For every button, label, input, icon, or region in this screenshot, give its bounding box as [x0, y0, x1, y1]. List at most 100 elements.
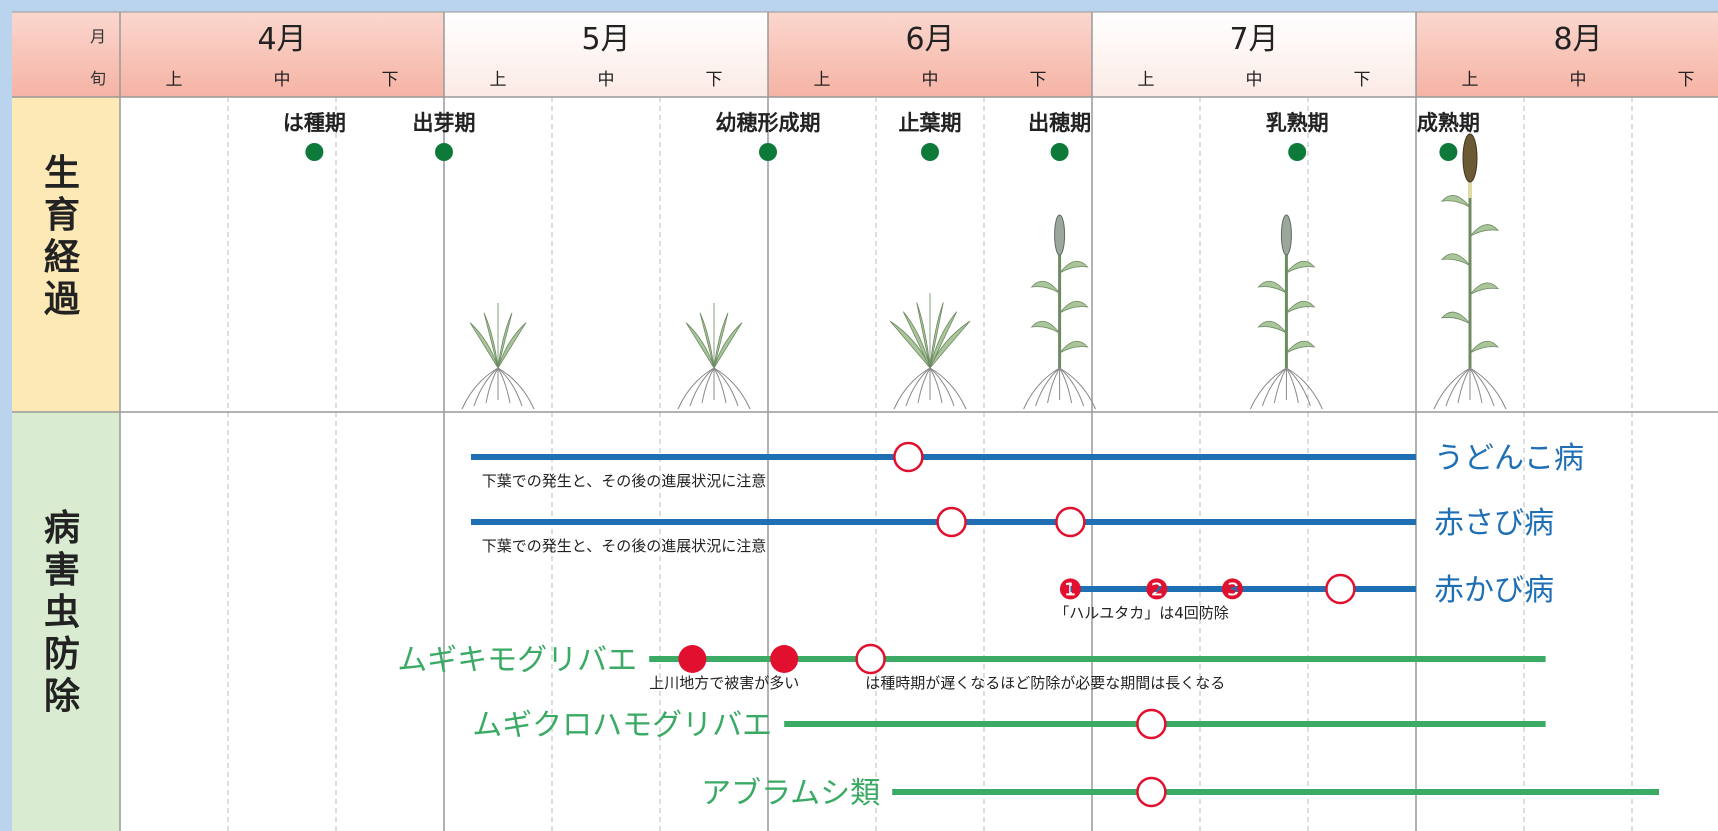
plant-root	[929, 367, 955, 407]
growth-stage-dot	[1439, 143, 1458, 161]
pest-row: アブラムシ類	[701, 776, 1659, 811]
decade-label: 下	[1030, 70, 1047, 90]
growth-section-label: 生育経過	[44, 153, 81, 320]
plant-root	[1261, 367, 1287, 407]
plant-illustration-seedling	[677, 303, 751, 410]
decade-label: 上	[1462, 70, 1479, 90]
growth-stage-label: 出穂期	[1028, 111, 1091, 135]
pest-note: は種時期が遅くなるほど防除が必要な期間は長くなる	[865, 674, 1225, 692]
decade-label: 下	[706, 70, 723, 90]
plant-root	[689, 367, 715, 407]
decade-label: 上	[814, 70, 831, 90]
growth-stage-dot	[1288, 143, 1307, 161]
plant-leaf	[1030, 280, 1060, 294]
plant-leaf	[713, 322, 743, 369]
pest-note: 下葉での発生と、その後の進展状況に注意	[482, 537, 766, 555]
pest-note: 「ハルユタカ」は4回防除	[1054, 604, 1229, 622]
plant-leaf	[1469, 224, 1499, 237]
plant-root	[1059, 367, 1097, 410]
plant-leaf	[685, 322, 715, 369]
control-number-marker: ❷	[1144, 573, 1169, 606]
plant-root	[1433, 367, 1471, 410]
growth-stage-label: 出芽期	[413, 111, 476, 135]
plant-root	[497, 367, 535, 410]
plant-leaf	[497, 312, 513, 369]
growth-stage-label: 止葉期	[899, 111, 962, 135]
plant-root	[713, 367, 739, 407]
month-row-label: 月	[90, 27, 106, 46]
decade-label: 上	[1138, 70, 1155, 90]
decade-label: 上	[166, 70, 183, 90]
plant-root	[905, 367, 931, 407]
control-timing-open-marker	[936, 506, 967, 538]
plant-root	[1023, 367, 1060, 410]
outer-frame-left	[0, 0, 12, 831]
plant-leaf	[929, 311, 958, 369]
plant-leaf	[1030, 320, 1060, 334]
plant-root	[1285, 367, 1299, 404]
pest-section-label: 病害虫防除	[44, 508, 81, 717]
month-label: 7月	[1229, 22, 1278, 57]
header-label-cell	[12, 12, 120, 97]
plant-leaf	[1059, 300, 1089, 314]
plant-root	[1059, 367, 1085, 407]
plant-ear	[1462, 133, 1478, 183]
growth-stage-label: 成熟期	[1417, 111, 1480, 135]
plant-root	[1286, 367, 1323, 410]
pest-note: 上川地方で被害が多い	[649, 674, 799, 692]
control-timing-filled-marker	[678, 645, 707, 673]
control-timing-open-marker	[1136, 708, 1167, 740]
plant-illustration-seedling	[461, 303, 535, 410]
decade-label: 下	[1678, 70, 1695, 90]
plant-root	[485, 367, 499, 404]
plant-root	[1469, 367, 1483, 404]
plant-root	[713, 367, 727, 404]
plant-leaf	[469, 322, 499, 369]
plant-leaf	[889, 320, 931, 369]
plant-root	[929, 367, 967, 410]
plant-leaf	[1469, 340, 1499, 354]
pest-row: ムギキモグリバエ上川地方で被害が多いは種時期が遅くなるほど防除が必要な期間は長く…	[397, 643, 1546, 692]
plant-leaf	[929, 320, 971, 369]
plant-leaf	[916, 302, 931, 369]
plant-leaf	[902, 311, 931, 369]
pest-name: ムギクロハモグリバエ	[472, 708, 772, 743]
growth-stage-dot	[1050, 143, 1069, 161]
plant-leaf	[1257, 320, 1287, 334]
decade-label: 中	[922, 70, 939, 90]
plant-leaf	[497, 322, 527, 369]
plant-root	[1469, 367, 1507, 410]
control-number-marker: ❶	[1058, 573, 1083, 606]
plant-root	[677, 367, 715, 410]
control-timing-open-marker	[855, 643, 886, 675]
plant-leaf	[1469, 282, 1499, 296]
plant-ear	[1280, 214, 1292, 256]
growth-stage-dot	[435, 143, 453, 161]
growth-stage-dot	[305, 143, 324, 161]
month-header-cell	[1416, 12, 1718, 97]
growth-stage-label: は種期	[283, 111, 346, 135]
control-number-marker: ❸	[1220, 573, 1245, 606]
plant-leaf	[483, 312, 499, 369]
plant-root	[497, 367, 511, 404]
plant-root	[1249, 367, 1287, 410]
plant-leaf	[929, 302, 944, 369]
plant-leaf	[1257, 280, 1287, 294]
decade-label: 中	[1570, 70, 1587, 90]
pest-name: 赤さび病	[1434, 506, 1554, 541]
plant-leaf	[1441, 311, 1471, 325]
month-header-cell	[768, 12, 1092, 97]
plant-leaf	[1441, 195, 1471, 208]
pest-note: 下葉での発生と、その後の進展状況に注意	[482, 472, 766, 490]
plant-root	[1469, 367, 1495, 407]
control-timing-open-marker	[893, 441, 924, 473]
plant-root	[701, 367, 715, 404]
growth-stage-dot	[921, 143, 939, 161]
control-timing-open-marker	[1055, 506, 1086, 538]
decade-row-label: 旬	[90, 69, 106, 88]
decade-label: 下	[382, 70, 399, 90]
decade-label: 中	[598, 70, 615, 90]
